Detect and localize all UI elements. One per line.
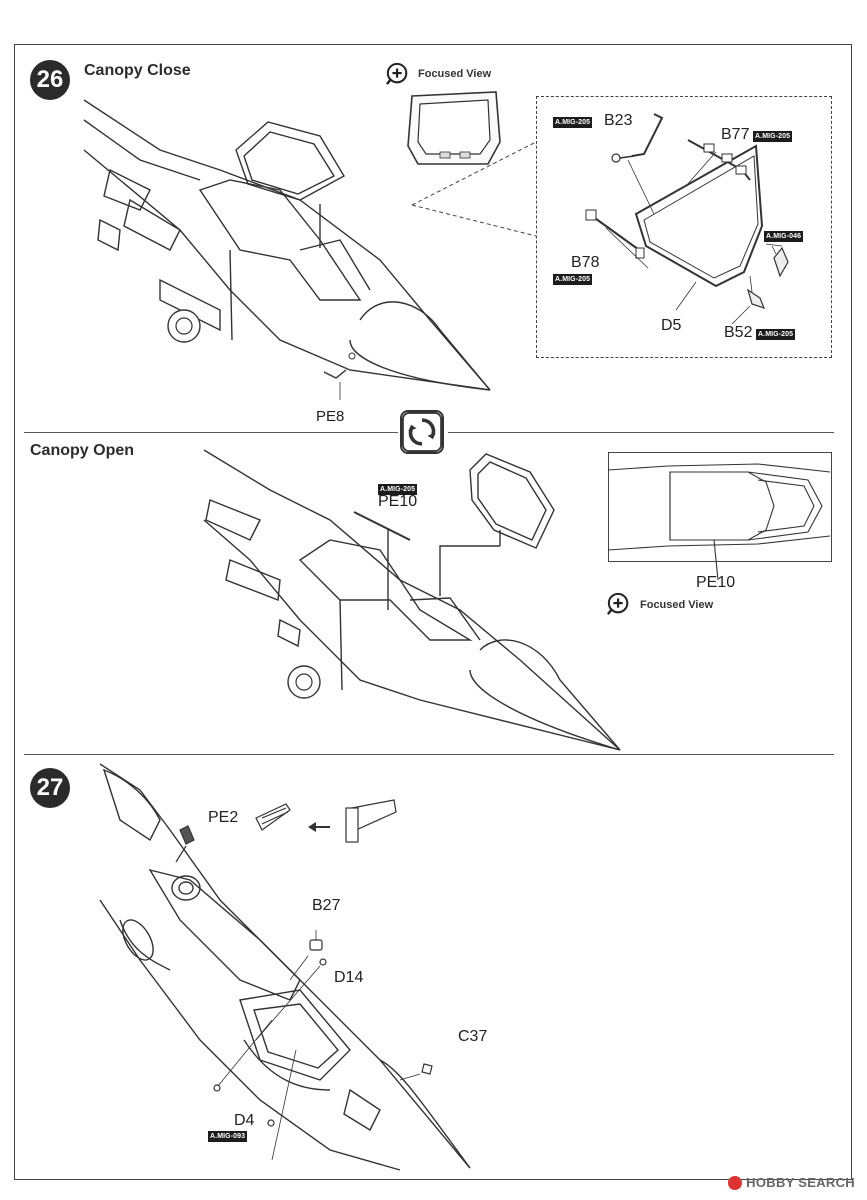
part-label-b78: B78 [571, 254, 600, 271]
step-26-title: Canopy Close [84, 62, 191, 79]
part-label-pe10-main: PE10 [378, 493, 418, 510]
part-label-c37: C37 [458, 1028, 488, 1045]
rotate-arrows-icon [400, 410, 444, 454]
watermark-text: HOBBY SEARCH [746, 1175, 855, 1190]
paint-code-d4: A.MIG-093 [208, 1131, 248, 1142]
canopy-open-detail-inset [608, 452, 832, 562]
step-26-number: 26 [36, 66, 64, 93]
aircraft-nose-canopy-open [203, 449, 621, 751]
section-divider-1 [24, 432, 398, 433]
paint-code-b52: A.MIG-205 [756, 329, 796, 340]
arrow-left-icon [308, 822, 330, 832]
part-label-b27: B27 [312, 897, 341, 914]
part-label-b23: B23 [604, 112, 633, 129]
step-27-badge: 27 [30, 768, 70, 808]
part-label-d4: D4 [234, 1112, 255, 1129]
paint-code-b77: A.MIG-205 [753, 131, 793, 142]
paint-code-b23: A.MIG-205 [553, 117, 593, 128]
magnify-plus-icon-2 [606, 592, 629, 615]
canopy-top-down-view [607, 463, 831, 581]
part-label-d5: D5 [661, 317, 682, 334]
section-divider-2 [24, 754, 834, 755]
section-divider-1b [448, 432, 834, 433]
focused-view-label-open: Focused View [640, 599, 714, 611]
canopy-open-title: Canopy Open [30, 442, 135, 459]
hobby-search-logo-icon [728, 1175, 743, 1190]
focused-view-label-26: Focused View [418, 68, 492, 80]
watermark: HOBBY SEARCH [728, 1175, 855, 1190]
paint-code-pe10: A.MIG-205 [378, 484, 418, 495]
part-label-d14: D14 [334, 969, 364, 986]
part-label-b77: B77 [721, 126, 750, 143]
canopy-frame-exploded-view [585, 113, 789, 325]
part-label-b52: B52 [724, 324, 753, 341]
step-27-number: 27 [36, 774, 64, 801]
part-label-pe2: PE2 [208, 809, 239, 826]
step-26-detail-inset [536, 96, 832, 358]
aircraft-nose-canopy-closed [83, 99, 491, 400]
part-label-pe8: PE8 [316, 408, 345, 425]
paint-code-right-rail: A.MIG-046 [764, 231, 804, 242]
magnify-plus-icon [385, 62, 408, 85]
step-26-badge: 26 [30, 60, 70, 100]
paint-code-b78: A.MIG-205 [553, 274, 593, 285]
part-label-pe10-inset: PE10 [696, 574, 736, 591]
canopy-frame-thumbnail [407, 91, 501, 165]
page-frame [14, 44, 852, 1180]
